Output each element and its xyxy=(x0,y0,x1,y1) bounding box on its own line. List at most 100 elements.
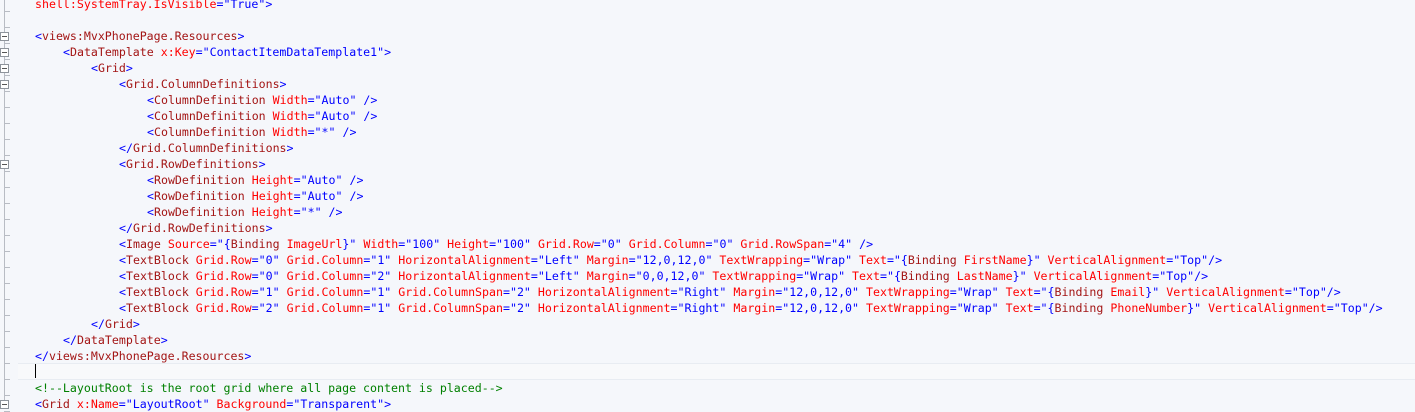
code-line[interactable]: <views:MvxPhonePage.Resources> xyxy=(35,28,244,44)
token-attr: Grid.Column xyxy=(286,301,364,315)
code-line[interactable]: <ColumnDefinition Width="Auto" /> xyxy=(147,108,377,124)
token-bindkw: Binding xyxy=(1054,301,1104,315)
code-line[interactable]: <!--LayoutRoot is the root grid where al… xyxy=(35,380,503,396)
margin-tick xyxy=(4,27,10,28)
code-line[interactable]: <Grid> xyxy=(91,60,133,76)
token-delim: =" xyxy=(824,237,839,251)
token-attr: shell:SystemTray.IsVisible xyxy=(35,0,217,11)
token-attr: VerticalAlignment xyxy=(1047,253,1167,267)
collapse-icon[interactable] xyxy=(0,32,9,41)
code-line[interactable]: <TextBlock Grid.Row="2" Grid.Column="1" … xyxy=(119,300,1383,316)
code-line[interactable]: shell:SystemTray.IsVisible="True"> xyxy=(35,0,272,12)
token-delim: "/> xyxy=(1319,285,1341,299)
token-delim: " xyxy=(272,269,287,283)
token-attr: HorizontalAlignment xyxy=(537,301,671,315)
collapse-icon[interactable] xyxy=(0,64,9,73)
collapse-icon[interactable] xyxy=(0,80,9,89)
token-attr: x:Name xyxy=(76,397,119,411)
code-line[interactable]: <ColumnDefinition Width="Auto" /> xyxy=(147,92,377,108)
collapse-icon[interactable] xyxy=(0,160,9,169)
margin-tick xyxy=(4,267,10,268)
code-line[interactable]: <TextBlock Grid.Row="0" Grid.Column="1" … xyxy=(119,252,1222,268)
token-val: Right xyxy=(684,285,720,299)
code-line[interactable]: <RowDefinition Height="Auto" /> xyxy=(147,172,363,188)
margin-tick xyxy=(4,123,10,124)
token-delim: =" xyxy=(886,253,901,267)
margin-tick xyxy=(4,219,10,220)
token-val: Right xyxy=(684,301,720,315)
token-delim: =" xyxy=(209,237,224,251)
code-line[interactable]: <Grid.RowDefinitions> xyxy=(119,156,266,172)
token-delim: > xyxy=(244,349,252,363)
token-attr: Background xyxy=(216,397,287,411)
token-delim: =" xyxy=(502,301,517,315)
token-delim: < xyxy=(147,125,154,139)
code-line[interactable]: </DataTemplate> xyxy=(63,332,168,348)
token-delim: "/> xyxy=(1201,253,1223,267)
code-line[interactable]: <TextBlock Grid.Row="1" Grid.Column="1" … xyxy=(119,284,1341,300)
token-delim: " xyxy=(433,237,448,251)
token-delim: =" xyxy=(796,269,811,283)
token-val: Auto xyxy=(307,189,336,203)
code-line[interactable]: <ColumnDefinition Width="*" /> xyxy=(147,124,356,140)
token-val: 0 xyxy=(607,237,615,251)
token-attr: TextWrapping xyxy=(866,285,950,299)
token-delim: < xyxy=(147,205,154,219)
token-attr: Grid.Row xyxy=(195,285,252,299)
token-delim: " xyxy=(705,253,720,267)
token-delim: " xyxy=(202,397,217,411)
token-delim: =" xyxy=(628,253,643,267)
token-delim: < xyxy=(147,93,154,107)
code-line[interactable]: <DataTemplate x:Key="ContactItemDataTemp… xyxy=(63,44,391,60)
token-delim: > xyxy=(286,141,294,155)
token-val: Wrap xyxy=(810,269,839,283)
token-delim: < xyxy=(147,189,154,203)
code-line[interactable]: </Grid> xyxy=(91,316,140,332)
margin-tick xyxy=(4,363,10,364)
token-val: 12,0,12,0 xyxy=(642,253,706,267)
margin-tick xyxy=(4,315,10,316)
code-line[interactable]: <RowDefinition Height="*" /> xyxy=(147,204,342,220)
token-delim: " /> xyxy=(335,189,364,203)
token-delim: =" xyxy=(803,253,818,267)
token-delim: > xyxy=(125,61,133,75)
token-val: 1 xyxy=(265,285,273,299)
collapse-icon[interactable] xyxy=(0,400,9,409)
token-val: 0,0,12,0 xyxy=(642,269,699,283)
token-delim: " /> xyxy=(845,237,874,251)
token-delim: " xyxy=(384,301,399,315)
token-delim: " xyxy=(523,237,538,251)
code-line[interactable]: <TextBlock Grid.Row="0" Grid.Column="2" … xyxy=(119,268,1208,284)
code-line[interactable]: <Grid.ColumnDefinitions> xyxy=(119,76,287,92)
token-val: 0 xyxy=(265,269,273,283)
code-line[interactable]: <Image Source="{Binding ImageUrl}" Width… xyxy=(119,236,873,252)
code-line[interactable]: </Grid.RowDefinitions> xyxy=(119,220,273,236)
token-delim: =" xyxy=(530,269,545,283)
token-val: Wrap xyxy=(963,285,992,299)
token-tag: DataTemplate xyxy=(69,45,154,59)
token-val: Auto xyxy=(321,93,350,107)
token-val: 100 xyxy=(503,237,524,251)
token-delim xyxy=(950,269,957,283)
token-delim xyxy=(189,301,196,315)
token-attr: Height xyxy=(251,173,294,187)
token-val: { xyxy=(900,253,908,267)
token-delim: "/> xyxy=(1187,269,1209,283)
token-delim: =" xyxy=(502,285,517,299)
margin-tick xyxy=(4,171,10,172)
token-val: Transparent xyxy=(300,397,378,411)
token-tag: Grid.RowDefinitions xyxy=(132,221,266,235)
code-line[interactable]: </views:MvxPhonePage.Resources> xyxy=(35,348,251,364)
code-line[interactable]: </Grid.ColumnDefinitions> xyxy=(119,140,294,156)
collapse-icon[interactable] xyxy=(0,48,9,57)
token-delim xyxy=(70,397,77,411)
token-val: 4 xyxy=(838,237,846,251)
token-val: 2 xyxy=(377,269,385,283)
token-attr: Grid.Column xyxy=(286,285,364,299)
token-val: 12,0,12,0 xyxy=(789,301,853,315)
margin-tick xyxy=(4,235,10,236)
code-line[interactable]: <Grid x:Name="LayoutRoot" Background="Tr… xyxy=(35,396,391,412)
code-line[interactable]: <RowDefinition Height="Auto" /> xyxy=(147,188,363,204)
token-attr: Grid.Column xyxy=(286,269,364,283)
